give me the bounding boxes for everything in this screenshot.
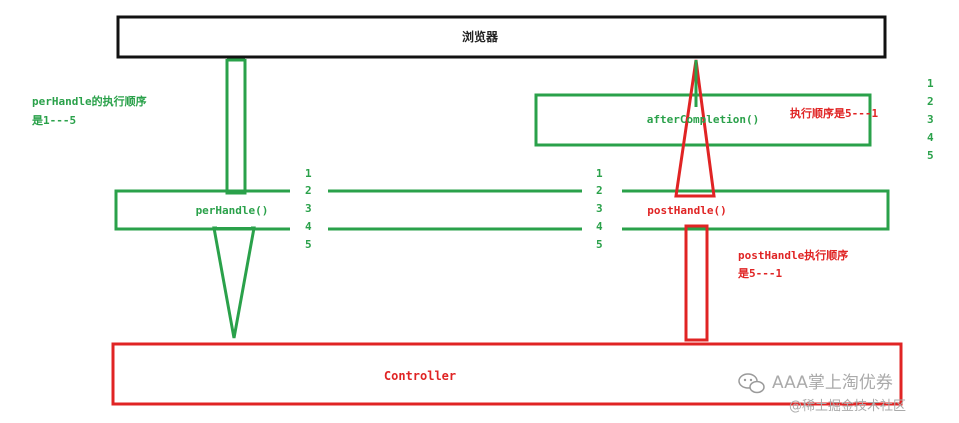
browser-box [116,15,887,59]
down-arrow-head [212,226,256,339]
prehandle-downward-arrow [212,58,256,339]
browser-label: 浏览器 [462,29,499,44]
after-completion-order-text: 执行顺序是5---1 [790,106,878,120]
watermark-line1: AAA掌上淘优券 [772,373,893,393]
posthandle-number-5: 5 [596,238,603,251]
after-completion-box-label: afterCompletion() [647,113,760,126]
posthandle-order-line1: postHandle执行顺序 [738,248,848,262]
posthandle-number-3: 3 [596,202,603,215]
posthandle-number-2: 2 [596,184,603,197]
prehandle-numbers: 1 2 3 4 5 [305,167,312,251]
down-arrow-head-cover [217,222,251,227]
wechat-icon [738,373,765,394]
controller-label: Controller [384,369,456,383]
prehandle-number-3: 3 [305,202,312,215]
after-completion-numbers: 1 2 3 4 5 [927,77,934,162]
posthandle-number-1: 1 [596,167,603,180]
after-completion-box [534,93,872,147]
prehandle-number-4: 4 [305,220,312,233]
handle-row-box [114,189,890,231]
posthandle-box-label: postHandle() [647,204,726,217]
after-number-4: 4 [927,131,934,144]
after-number-3: 3 [927,113,934,126]
up-arrow-head-red [674,59,716,198]
prehandle-box-label: perHandle() [196,204,269,217]
controller-box [111,342,903,406]
watermark: AAA掌上淘优券 @稀土掘金技术社区 [738,373,906,414]
prehandle-number-5: 5 [305,238,312,251]
after-number-1: 1 [927,77,934,90]
posthandle-order-line2: 是5---1 [737,267,782,280]
prehandle-number-2: 2 [305,184,312,197]
posthandle-upward-arrow [674,59,716,342]
posthandle-numbers: 1 2 3 4 5 [596,167,603,251]
prehandle-order-line1: perHandle的执行顺序 [32,94,147,108]
prehandle-order-line2: 是1---5 [31,114,76,127]
gap-left-numbers [290,180,328,240]
up-arrow-shaft-red [684,224,709,342]
after-number-5: 5 [927,149,934,162]
down-arrow-shaft [225,59,247,195]
after-number-2: 2 [927,95,934,108]
gap-right-numbers [582,180,622,240]
watermark-line2: @稀土掘金技术社区 [789,398,906,414]
posthandle-number-4: 4 [596,220,603,233]
prehandle-number-1: 1 [305,167,312,180]
